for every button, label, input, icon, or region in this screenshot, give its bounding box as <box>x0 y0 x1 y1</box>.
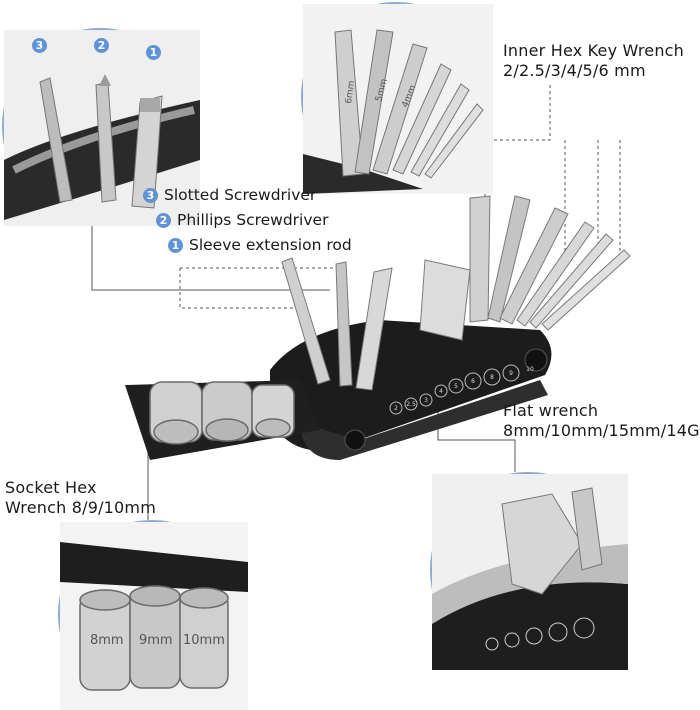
screwdriver-badge-3: 3 <box>143 187 158 203</box>
sockets-illustration: 8mm 9mm 10mm <box>60 522 248 710</box>
hexkey-detail-circle: 6mm 5mm 4mm <box>301 2 493 194</box>
body-size-engravings: 2 2.5 3 4 5 6 8 9 10 <box>394 366 534 412</box>
body-size-8: 8 <box>490 374 494 381</box>
body-size-3: 3 <box>424 397 428 404</box>
screwdriver-label-2: 2 Phillips Screwdriver <box>156 211 328 229</box>
body-size-9: 9 <box>509 370 513 377</box>
screwdriver-badge-1: 1 <box>168 237 183 253</box>
socket-engraving-10mm: 10mm <box>183 633 225 648</box>
body-size-2: 2 <box>394 405 398 412</box>
screwdriver-tips-illustration <box>4 30 200 226</box>
flatwrench-illustration <box>432 474 628 670</box>
screwdriver-badge-2: 2 <box>156 212 171 228</box>
detail-badge-2: 2 <box>94 38 109 53</box>
flatwrench-sizes: 8mm/10mm/15mm/14G <box>503 421 700 440</box>
body-size-10: 10 <box>526 366 534 373</box>
hexkey-illustration: 6mm 5mm 4mm <box>303 4 493 194</box>
body-size-4: 4 <box>439 388 443 395</box>
leader-lines <box>91 85 621 520</box>
socket-engraving-9mm: 9mm <box>139 633 173 648</box>
screwdriver-label-3: 3 Slotted Screwdriver <box>143 186 316 204</box>
body-size-2-5: 2.5 <box>406 401 416 408</box>
body-size-6: 6 <box>471 378 475 385</box>
socket-title: Socket Hex <box>5 478 97 497</box>
multitool-main-image <box>125 195 631 460</box>
hexkey-sizes: 2/2.5/3/4/5/6 mm <box>503 61 646 80</box>
screwdriver-label-1: 1 Sleeve extension rod <box>168 236 352 254</box>
screwdriver-label-3-text: Slotted Screwdriver <box>164 186 317 204</box>
screwdriver-label-1-text: Sleeve extension rod <box>189 236 352 254</box>
detail-badge-3: 3 <box>32 38 47 53</box>
socket-sizes: Wrench 8/9/10mm <box>5 498 157 517</box>
body-size-5: 5 <box>454 383 458 390</box>
detail-badge-1: 1 <box>146 45 161 60</box>
socket-detail-circle: 8mm 9mm 10mm <box>58 520 248 710</box>
hexkey-title: Inner Hex Key Wrench <box>503 41 684 60</box>
socket-engraving-8mm: 8mm <box>90 633 124 648</box>
flatwrench-detail-circle <box>430 472 628 670</box>
flatwrench-title: Flat wrench <box>503 401 599 420</box>
screwdriver-detail-circle <box>2 28 200 226</box>
hexkey-engraving-6mm: 6mm <box>344 80 357 104</box>
screwdriver-label-2-text: Phillips Screwdriver <box>177 211 329 229</box>
